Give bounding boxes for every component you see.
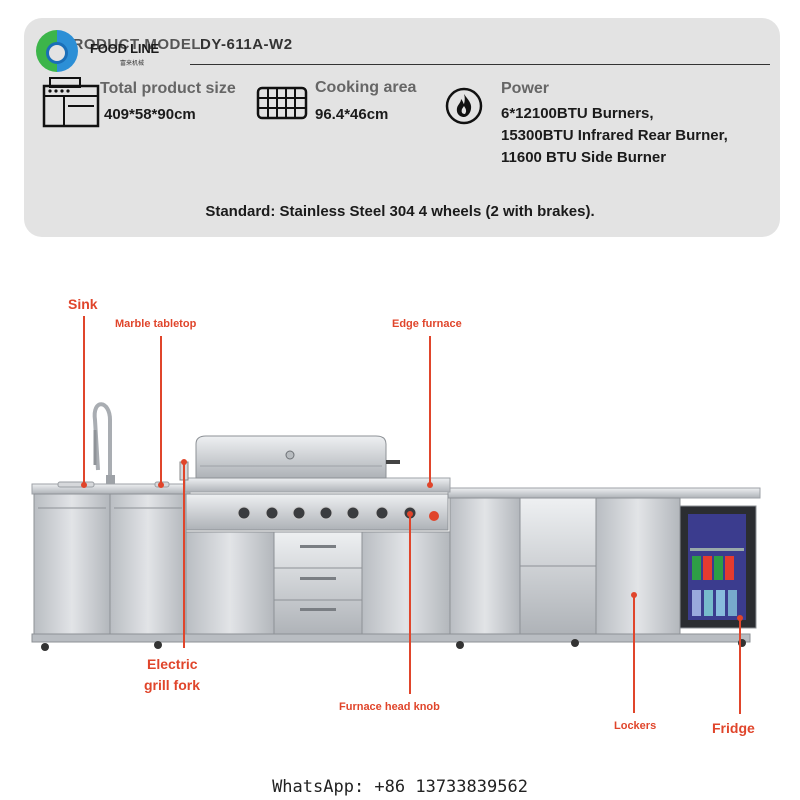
- product-model-label: PRODUCT MODEL: [62, 36, 201, 53]
- model-divider: [190, 64, 770, 65]
- food-line-logo: FOOD LINE 富来机械: [36, 28, 186, 74]
- grill-hood: [195, 435, 400, 479]
- sink-faucet: [92, 402, 115, 485]
- standard-note: Standard: Stainless Steel 304 4 wheels (…: [205, 203, 595, 220]
- logo-brand-text: FOOD LINE: [90, 41, 159, 56]
- logo-brand-subtext: 富来机械: [120, 60, 145, 67]
- outdoor-kitchen-image: [31, 402, 761, 651]
- leader-sink-dot: [81, 482, 87, 488]
- leader-grill-fork: [183, 462, 185, 648]
- leader-fridge-dot: [737, 615, 743, 621]
- leader-edge: [429, 336, 431, 486]
- leader-lockers: [633, 595, 635, 713]
- leader-sink: [83, 316, 85, 486]
- power-title: Power: [501, 80, 550, 97]
- logo-icon: [36, 30, 78, 72]
- callout-electric-label: Electric: [147, 656, 198, 672]
- product-model-value: DY-611A-W2: [200, 36, 293, 53]
- power-line-1: 6*12100BTU Burners,: [501, 105, 654, 122]
- leader-knob-dot: [407, 511, 413, 517]
- callout-sink: Sink: [68, 296, 98, 312]
- callout-furnace-head-knob: Furnace head knob: [339, 701, 440, 713]
- grill-control-panel: [185, 493, 449, 531]
- cooking-area-value: 96.4*46cm: [315, 106, 389, 123]
- callout-fridge: Fridge: [712, 720, 755, 736]
- fridge: [679, 505, 757, 629]
- callout-lockers: Lockers: [614, 720, 657, 732]
- size-title: Total product size: [100, 80, 236, 97]
- leader-lockers-dot: [631, 592, 637, 598]
- leader-marble: [160, 336, 162, 486]
- power-line-2: 15300BTU Infrared Rear Burner,: [501, 127, 728, 144]
- callout-marble-tabletop: Marble tabletop: [115, 318, 197, 330]
- size-value: 409*58*90cm: [104, 106, 196, 123]
- callout-edge-furnace: Edge furnace: [392, 318, 462, 330]
- whatsapp-contact: WhatsApp: +86 13733839562: [272, 777, 528, 797]
- callout-grill-fork-label: grill fork: [144, 677, 201, 693]
- leader-marble-dot: [158, 482, 164, 488]
- leader-grill-fork-dot: [181, 459, 187, 465]
- grill-grate-icon: [256, 86, 308, 120]
- leader-fridge: [739, 618, 741, 714]
- spec-panel: [24, 18, 780, 237]
- kitchen-size-icon: [42, 77, 100, 128]
- flame-icon: [445, 87, 483, 125]
- power-line-3: 11600 BTU Side Burner: [501, 149, 667, 166]
- leader-edge-dot: [427, 482, 433, 488]
- cooking-area-title: Cooking area: [315, 79, 417, 96]
- leader-knob: [409, 514, 411, 694]
